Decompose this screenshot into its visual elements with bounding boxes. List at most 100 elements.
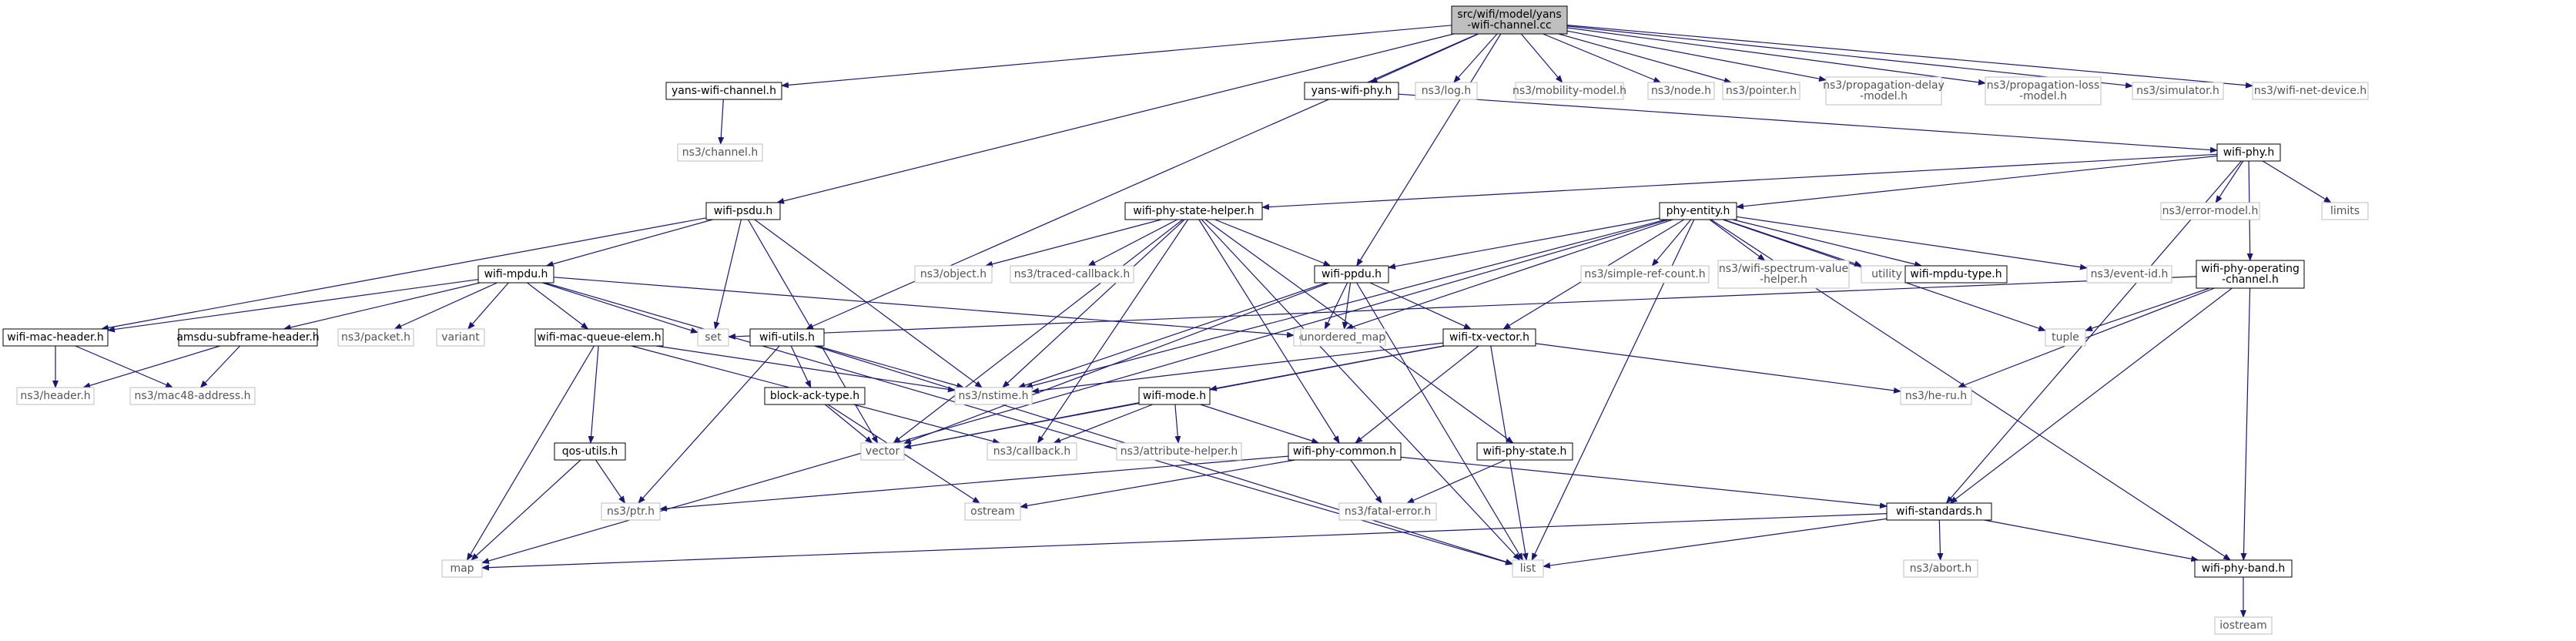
node-label: wifi-mac-queue-elem.h bbox=[537, 331, 661, 344]
node-vector: vector bbox=[860, 442, 905, 461]
edge-root-to-wifi-utils-h bbox=[806, 33, 1479, 330]
node-label: wifi-mode.h bbox=[1143, 390, 1206, 402]
node-wifi-phy-operating-channel-h[interactable]: wifi-phy-operating-channel.h bbox=[2196, 260, 2305, 289]
node-wifi-utils-h[interactable]: wifi-utils.h bbox=[749, 328, 825, 347]
node-box bbox=[2045, 328, 2086, 347]
node-amsdu-subframe-header-h[interactable]: amsdu-subframe-header.h bbox=[176, 328, 320, 347]
node-label: ns3/channel.h bbox=[682, 146, 759, 159]
node-box bbox=[178, 328, 318, 347]
node-label: ns3/he-ru.h bbox=[1905, 390, 1967, 402]
node-wifi-phy-state-h[interactable]: wifi-phy-state.h bbox=[1476, 442, 1573, 461]
edge-root-to-wifi-psdu-h bbox=[776, 33, 1454, 204]
node-ns3-callback-h: ns3/callback.h bbox=[987, 442, 1077, 461]
edge-phy-entity-h-to-ns3-nstime-h bbox=[1024, 219, 1667, 389]
edge-wifi-mac-queue-elem-h-to-map bbox=[466, 345, 595, 561]
node-wifi-tx-vector-h[interactable]: wifi-tx-vector.h bbox=[1442, 328, 1536, 347]
node-label: amsdu-subframe-header.h bbox=[176, 331, 319, 344]
node-label: wifi-phy-state-helper.h bbox=[1133, 205, 1254, 217]
edge-wifi-mpdu-h-to-wifi-mac-queue-elem-h bbox=[527, 282, 589, 330]
node-set: set bbox=[697, 328, 729, 347]
edge-wifi-phy-state-helper-h-to-ns3-object-h bbox=[984, 219, 1162, 267]
node-label: yans-wifi-channel.h bbox=[672, 85, 776, 97]
edge-wifi-standards-h-to-wifi-phy-band-h bbox=[1984, 519, 2199, 562]
node-label: wifi-tx-vector.h bbox=[1449, 331, 1529, 344]
node-ns3-object-h: ns3/object.h bbox=[914, 265, 993, 284]
node-box bbox=[954, 387, 1033, 405]
node-box bbox=[1722, 82, 1801, 100]
node-box bbox=[1442, 328, 1536, 347]
node-wifi-phy-h[interactable]: wifi-phy.h bbox=[2216, 143, 2281, 162]
node-yans-wifi-channel-h[interactable]: yans-wifi-channel.h bbox=[665, 82, 782, 100]
edge-wifi-ppdu-h-to-vector bbox=[903, 282, 1330, 444]
edge-wifi-mode-h-to-ns3-callback-h bbox=[1053, 404, 1153, 444]
edge-wifi-phy-state-helper-h-to-ns3-traced-callback-h bbox=[1087, 219, 1178, 267]
edge-wifi-phy-operating-channel-h-to-wifi-phy-band-h bbox=[2240, 287, 2251, 561]
node-label: ns3/ptr.h bbox=[607, 505, 655, 518]
node-label: ns3/header.h bbox=[20, 390, 90, 402]
node-wifi-mode-h[interactable]: wifi-mode.h bbox=[1138, 387, 1211, 405]
node-box bbox=[705, 202, 781, 220]
node-label: -helper.h bbox=[1760, 274, 1807, 286]
node-wifi-phy-common-h[interactable]: wifi-phy-common.h bbox=[1288, 442, 1402, 461]
node-qos-utils-h[interactable]: qos-utils.h bbox=[554, 442, 626, 461]
node-block-ack-type-h[interactable]: block-ack-type.h bbox=[764, 387, 866, 405]
node-label: ns3/mac48-address.h bbox=[135, 390, 251, 402]
node-wifi-mpdu-h[interactable]: wifi-mpdu.h bbox=[477, 265, 554, 284]
edge-wifi-utils-h-to-block-ack-type-h bbox=[790, 345, 812, 388]
edge-wifi-mpdu-h-to-optional bbox=[553, 277, 1295, 338]
node-box bbox=[1903, 559, 1978, 578]
node-ns3-nstime-h: ns3/nstime.h bbox=[954, 387, 1033, 405]
node-label: yans-wifi-phy.h bbox=[1311, 85, 1392, 97]
node-wifi-mpdu-type-h[interactable]: wifi-mpdu-type.h bbox=[1904, 265, 2008, 284]
node-box bbox=[2, 328, 109, 347]
node-phy-entity-h[interactable]: phy-entity.h bbox=[1659, 202, 1737, 220]
node-ns3-ptr-h: ns3/ptr.h bbox=[601, 502, 661, 521]
node-label: ns3/callback.h bbox=[993, 445, 1070, 458]
node-box bbox=[1985, 76, 2102, 106]
node-box bbox=[1825, 76, 1942, 106]
node-box bbox=[2160, 202, 2260, 220]
node-wifi-standards-h[interactable]: wifi-standards.h bbox=[1886, 502, 1992, 521]
node-box bbox=[534, 328, 664, 347]
edge-wifi-phy-h-to-phy-entity-h bbox=[1736, 155, 2218, 210]
node-box bbox=[441, 559, 483, 578]
node-wifi-ppdu-h[interactable]: wifi-ppdu.h bbox=[1314, 265, 1389, 284]
edge-phy-entity-h-to-ns3-event-id-h bbox=[1736, 216, 2088, 270]
node-box bbox=[697, 328, 729, 347]
edge-phy-entity-h-to-ns3-simple-ref-count-h bbox=[1651, 219, 1692, 267]
node-ns3-event-id-h: ns3/event-id.h bbox=[2086, 265, 2172, 284]
edge-wifi-tx-vector-h-to-ns3-he-ru-h bbox=[1535, 343, 1901, 394]
node-wifi-phy-band-h[interactable]: wifi-phy-band.h bbox=[2194, 559, 2293, 578]
edge-wifi-phy-state-h-to-ns3-fatal-error-h bbox=[1406, 459, 1506, 504]
edge-root-to-ns3-mobility-model-h bbox=[1520, 33, 1563, 83]
edge-phy-entity-h-to-wifi-ppdu-h bbox=[1388, 217, 1660, 270]
node-wifi-mac-queue-elem-h[interactable]: wifi-mac-queue-elem.h bbox=[534, 328, 664, 347]
node-box bbox=[1717, 260, 1850, 289]
node-box bbox=[1886, 502, 1992, 521]
node-label: ns3/error-model.h bbox=[2162, 205, 2259, 217]
node-label: -model.h bbox=[2019, 90, 2067, 102]
edge-wifi-mode-h-to-ns3-attribute-helper-h bbox=[1174, 404, 1181, 444]
node-wifi-psdu-h[interactable]: wifi-psdu.h bbox=[705, 202, 781, 220]
node-box bbox=[1451, 5, 1568, 35]
node-box bbox=[1300, 328, 1386, 347]
node-root[interactable]: src/wifi/model/yans-wifi-channel.cc bbox=[1451, 5, 1568, 35]
node-label: wifi-ppdu.h bbox=[1321, 268, 1382, 280]
edge-root-to-ns3-wifi-net-device-h bbox=[1566, 25, 2253, 89]
node-yans-wifi-phy-h[interactable]: yans-wifi-phy.h bbox=[1304, 82, 1399, 100]
node-box bbox=[964, 502, 1021, 521]
node-box bbox=[1580, 265, 1710, 284]
node-box bbox=[2194, 559, 2293, 578]
node-wifi-phy-state-helper-h[interactable]: wifi-phy-state-helper.h bbox=[1124, 202, 1263, 220]
node-box bbox=[987, 442, 1077, 461]
node-box bbox=[677, 143, 763, 162]
edge-wifi-standards-h-to-ns3-abort-h bbox=[1937, 519, 1944, 561]
node-box bbox=[665, 82, 782, 100]
node-wifi-mac-header-h[interactable]: wifi-mac-header.h bbox=[2, 328, 109, 347]
edge-wifi-phy-common-h-to-wifi-standards-h bbox=[1400, 456, 1888, 509]
node-label: unordered_map bbox=[1301, 331, 1385, 344]
edge-phy-entity-h-to-optional bbox=[1345, 219, 1673, 330]
edge-phy-entity-h-to-ns3-wifi-spectrum-value-helper-h bbox=[1709, 219, 1766, 261]
node-box bbox=[860, 442, 905, 461]
